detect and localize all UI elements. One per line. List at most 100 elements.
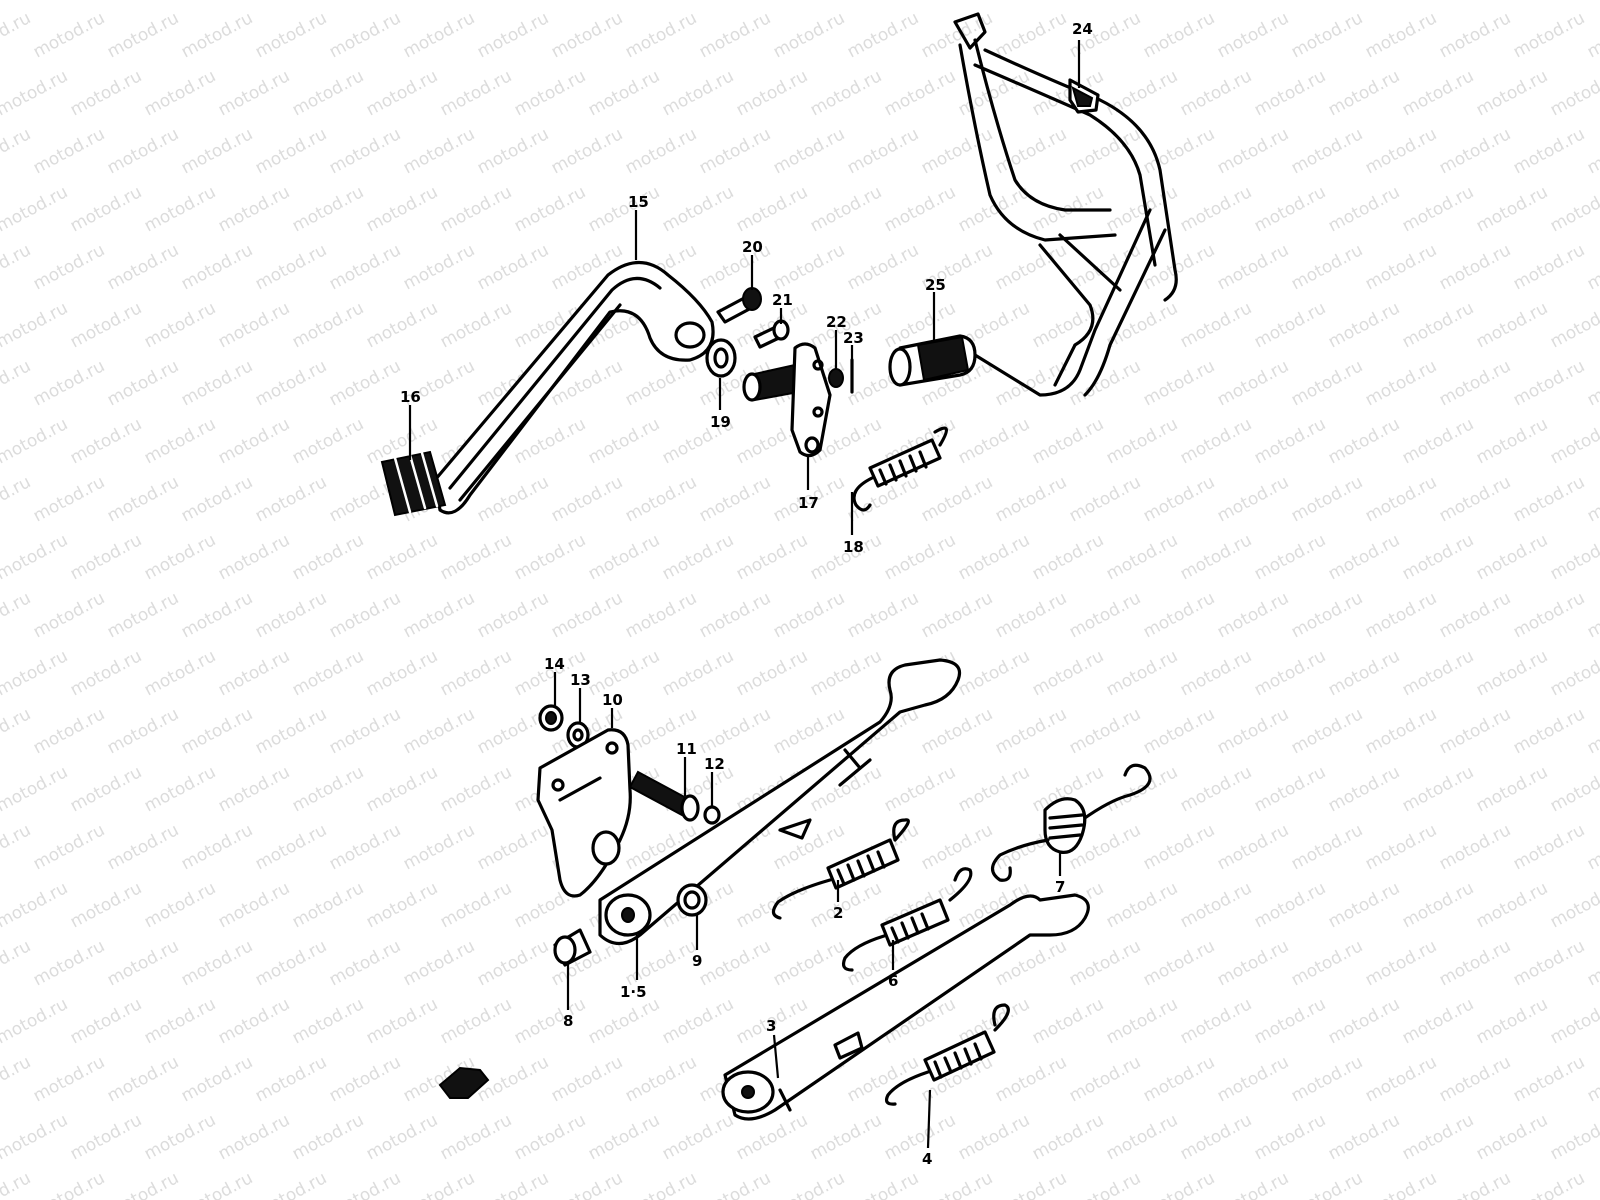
watermark-text: motod.ru bbox=[1325, 994, 1403, 1048]
watermark-text: motod.ru bbox=[1288, 472, 1366, 526]
callout-8: 8 bbox=[563, 1012, 573, 1030]
callout-19: 19 bbox=[710, 413, 731, 431]
watermark-text: motod.ru bbox=[548, 8, 626, 62]
watermark-text: motod.ru bbox=[622, 1168, 700, 1200]
watermark-text: motod.ru bbox=[30, 356, 108, 410]
watermark-text: motod.ru bbox=[1177, 994, 1255, 1048]
watermark-text: motod.ru bbox=[400, 8, 478, 62]
watermark-text: motod.ru bbox=[215, 762, 293, 816]
watermark-text: motod.ru bbox=[1473, 182, 1551, 236]
watermark-text: motod.ru bbox=[289, 762, 367, 816]
watermark-text: motod.ru bbox=[326, 936, 404, 990]
callout-25: 25 bbox=[925, 276, 946, 294]
watermark-text: motod.ru bbox=[1399, 1110, 1477, 1164]
watermark-text: motod.ru bbox=[1510, 1168, 1588, 1200]
watermark-text: motod.ru bbox=[585, 182, 663, 236]
watermark-text: motod.ru bbox=[0, 878, 71, 932]
watermark-text: motod.ru bbox=[511, 994, 589, 1048]
callout-12: 12 bbox=[704, 755, 725, 773]
watermark-text: motod.ru bbox=[770, 588, 848, 642]
watermark-text: motod.ru bbox=[511, 66, 589, 120]
watermark-text: motod.ru bbox=[992, 124, 1070, 178]
callout-24: 24 bbox=[1072, 20, 1093, 38]
watermark-text: motod.ru bbox=[1251, 878, 1329, 932]
watermark-text: motod.ru bbox=[1140, 124, 1218, 178]
watermark-text: motod.ru bbox=[215, 414, 293, 468]
watermark-text: motod.ru bbox=[1288, 1052, 1366, 1106]
watermark-text: motod.ru bbox=[1399, 762, 1477, 816]
watermark-text: motod.ru bbox=[1510, 472, 1588, 526]
watermark-text: motod.ru bbox=[1140, 472, 1218, 526]
watermark-text: motod.ru bbox=[1547, 878, 1600, 932]
watermark-text: motod.ru bbox=[400, 588, 478, 642]
watermark-text: motod.ru bbox=[363, 182, 441, 236]
callout-4: 4 bbox=[922, 1150, 932, 1168]
watermark-text: motod.ru bbox=[1251, 66, 1329, 120]
watermark-text: motod.ru bbox=[696, 704, 774, 758]
watermark-text: motod.ru bbox=[1510, 1052, 1588, 1106]
watermark-text: motod.ru bbox=[67, 646, 145, 700]
watermark-text: motod.ru bbox=[1584, 704, 1600, 758]
watermark-text: motod.ru bbox=[1251, 182, 1329, 236]
watermark-text: motod.ru bbox=[881, 66, 959, 120]
watermark-text: motod.ru bbox=[1029, 414, 1107, 468]
watermark-text: motod.ru bbox=[1362, 472, 1440, 526]
footrest-bracket bbox=[953, 12, 1178, 397]
watermark-text: motod.ru bbox=[511, 1110, 589, 1164]
watermark-text: motod.ru bbox=[104, 820, 182, 874]
watermark-text: motod.ru bbox=[585, 1110, 663, 1164]
watermark-text: motod.ru bbox=[1399, 878, 1477, 932]
watermark-text: motod.ru bbox=[1140, 936, 1218, 990]
watermark-text: motod.ru bbox=[1325, 762, 1403, 816]
watermark-text: motod.ru bbox=[585, 0, 663, 4]
watermark-text: motod.ru bbox=[1214, 472, 1292, 526]
watermark-text: motod.ru bbox=[1177, 0, 1255, 4]
watermark-text: motod.ru bbox=[326, 356, 404, 410]
watermark-text: motod.ru bbox=[67, 878, 145, 932]
watermark-text: motod.ru bbox=[696, 1168, 774, 1200]
watermark-text: motod.ru bbox=[1177, 1110, 1255, 1164]
watermark-text: motod.ru bbox=[326, 588, 404, 642]
watermark-text: motod.ru bbox=[1140, 588, 1218, 642]
watermark-text: motod.ru bbox=[1140, 356, 1218, 410]
watermark-text: motod.ru bbox=[1584, 1052, 1600, 1106]
watermark-text: motod.ru bbox=[141, 762, 219, 816]
watermark-text: motod.ru bbox=[955, 530, 1033, 584]
watermark-text: motod.ru bbox=[1066, 472, 1144, 526]
watermark-text: motod.ru bbox=[0, 1052, 34, 1106]
watermark-text: motod.ru bbox=[1214, 820, 1292, 874]
watermark-text: motod.ru bbox=[178, 124, 256, 178]
watermark-text: motod.ru bbox=[215, 0, 293, 4]
watermark-text: motod.ru bbox=[1436, 820, 1514, 874]
callout-3: 3 bbox=[766, 1017, 776, 1035]
watermark-text: motod.ru bbox=[992, 356, 1070, 410]
watermark-text: motod.ru bbox=[30, 704, 108, 758]
watermark-text: motod.ru bbox=[844, 588, 922, 642]
watermark-text: motod.ru bbox=[622, 588, 700, 642]
watermark-text: motod.ru bbox=[1029, 0, 1107, 4]
callout-labels: 24 15 20 21 22 23 25 16 19 17 18 14 13 1… bbox=[400, 20, 1093, 1168]
watermark-text: motod.ru bbox=[659, 646, 737, 700]
watermark-text: motod.ru bbox=[326, 1168, 404, 1200]
watermark-text: motod.ru bbox=[0, 646, 71, 700]
watermark-text: motod.ru bbox=[807, 878, 885, 932]
watermark-text: motod.ru bbox=[1288, 8, 1366, 62]
watermark-text: motod.ru bbox=[474, 1168, 552, 1200]
brake-pedal bbox=[433, 261, 715, 515]
watermark-text: motod.ru bbox=[1510, 240, 1588, 294]
watermark-text: motod.ru bbox=[844, 1168, 922, 1200]
callout-23: 23 bbox=[843, 329, 864, 347]
watermark-text: motod.ru bbox=[1325, 878, 1403, 932]
watermark-text: motod.ru bbox=[1251, 0, 1329, 4]
watermark-text: motod.ru bbox=[1584, 240, 1600, 294]
watermark-text: motod.ru bbox=[30, 472, 108, 526]
watermark-text: motod.ru bbox=[511, 530, 589, 584]
watermark-text: motod.ru bbox=[1177, 66, 1255, 120]
watermark-text: motod.ru bbox=[437, 0, 515, 4]
watermark-text: motod.ru bbox=[1473, 0, 1551, 4]
watermark-text: motod.ru bbox=[0, 8, 34, 62]
watermark-text: motod.ru bbox=[178, 8, 256, 62]
watermark-text: motod.ru bbox=[1473, 762, 1551, 816]
watermark-text: motod.ru bbox=[252, 472, 330, 526]
watermark-text: motod.ru bbox=[1436, 1168, 1514, 1200]
